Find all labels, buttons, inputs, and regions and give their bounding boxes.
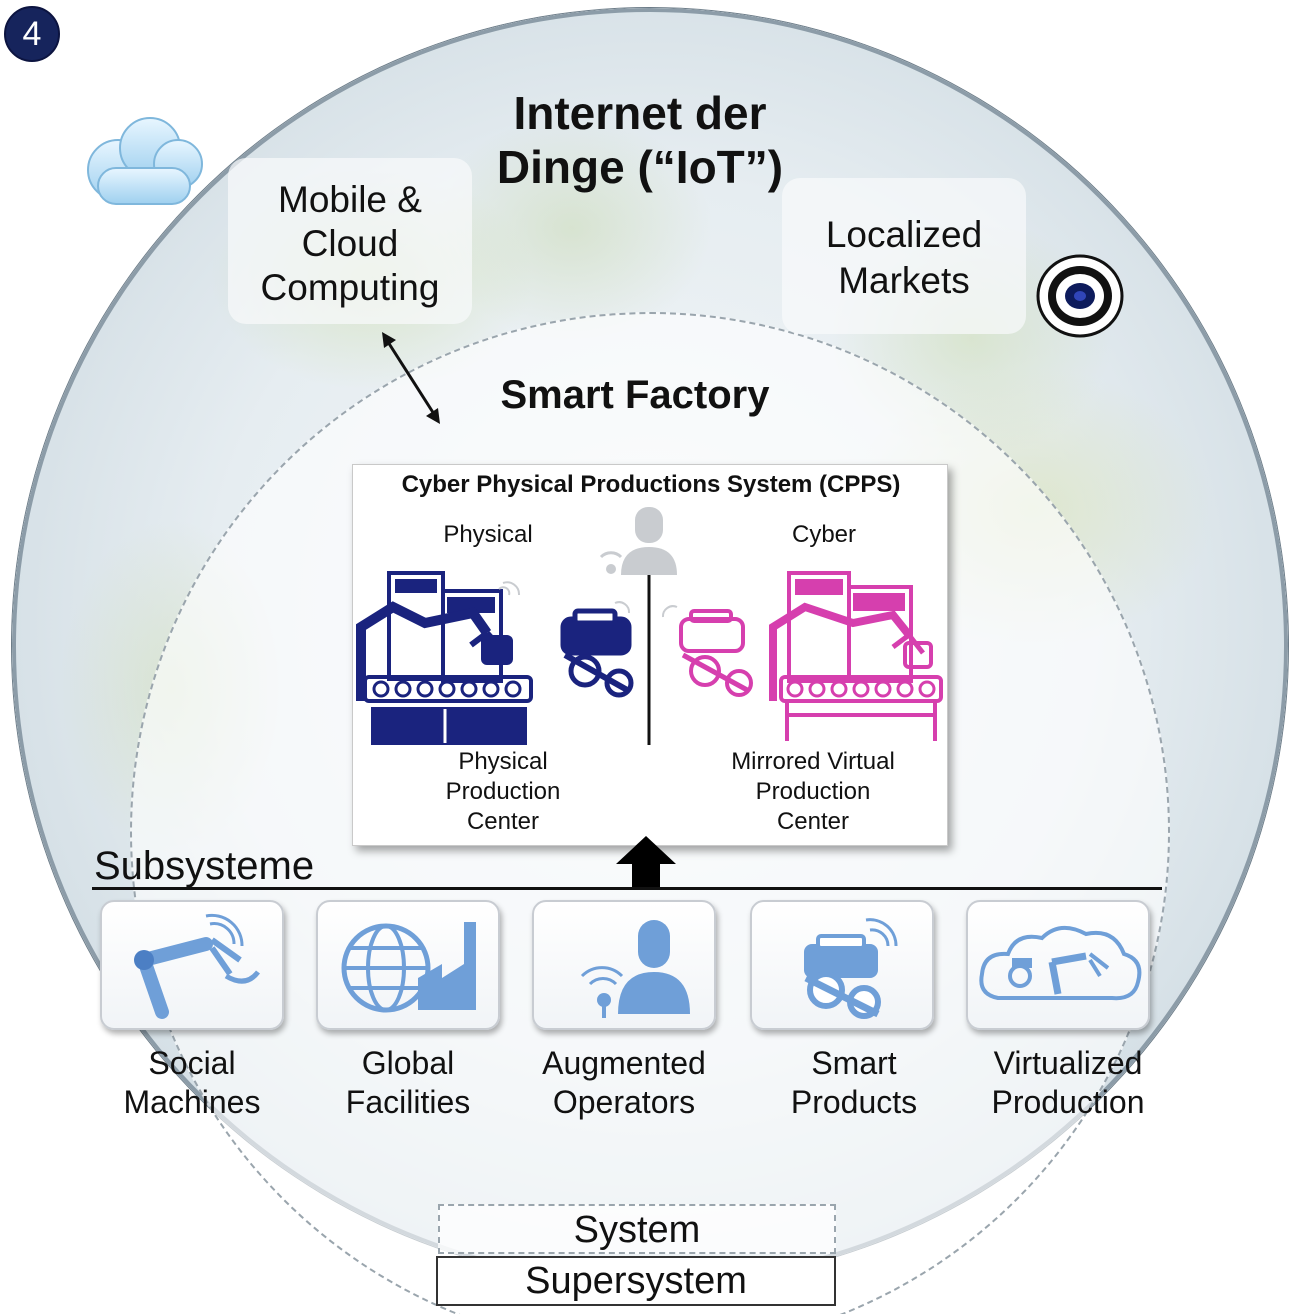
smart-product-icon: [804, 918, 898, 1019]
double-arrow-icon: [382, 332, 440, 424]
system-box: System: [438, 1204, 836, 1254]
physical-production-icon: [356, 571, 533, 745]
subsystem-card-virtualized-production: [966, 900, 1150, 1030]
iot-title-line-2: Dinge (“IoT”): [496, 141, 784, 193]
cyber-heading: Cyber: [791, 521, 857, 548]
subsystem-label-smart-products: Smart Products: [734, 1044, 974, 1122]
figure-number-badge: 4: [4, 6, 60, 62]
physical-heading: Physical: [443, 521, 533, 548]
mobile-cloud-line-1: Mobile &: [278, 179, 422, 220]
subsystem-label-line-1: Augmented: [542, 1045, 706, 1081]
localized-markets-label: Localized Markets: [782, 212, 1026, 304]
mobile-cloud-label: Mobile & Cloud Computing: [228, 178, 472, 310]
subsystem-card-smart-products: [750, 900, 934, 1030]
iot-title-line-1: Internet der: [513, 87, 767, 139]
physical-center-line-3: Center: [466, 808, 540, 835]
virtual-center-line-2: Production: [755, 778, 871, 805]
subsystem-label-line-2: Production: [991, 1084, 1145, 1120]
mobile-cloud-box: [228, 158, 472, 324]
cpps-panel: Cyber Physical Productions System (CPPS)…: [352, 464, 948, 846]
operator-figure-icon: [599, 507, 677, 575]
up-arrow-icon: [616, 836, 676, 890]
virtual-center-line-3: Center: [776, 808, 850, 835]
subsystem-label-line-1: Virtualized: [993, 1045, 1143, 1081]
subsystem-card-global-facilities: [316, 900, 500, 1030]
globe-factory-icon: [341, 922, 476, 1013]
physical-product-icon: [560, 601, 634, 698]
mobile-cloud-line-2: Cloud: [301, 223, 399, 264]
virtual-product-icon: [661, 605, 753, 697]
subsysteme-rule: [92, 887, 1162, 890]
subsystem-label-virtualized-production: Virtualized Production: [948, 1044, 1188, 1122]
subsystem-card-social-machines: [100, 900, 284, 1030]
localized-markets-line-2: Markets: [838, 260, 970, 301]
subsystem-label-line-1: Global: [361, 1045, 455, 1081]
smart-factory-title: Smart Factory: [500, 373, 770, 417]
subsystem-label-global-facilities: Global Facilities: [288, 1044, 528, 1122]
subsystem-label-line-2: Facilities: [345, 1084, 471, 1120]
cloud-production-icon: [979, 926, 1142, 1001]
subsystem-label-line-2: Machines: [123, 1084, 261, 1120]
operator-icon: [580, 920, 690, 1018]
iot-title: Internet der Dinge (“IoT”): [440, 86, 840, 194]
subsystem-label-line-1: Social: [148, 1045, 236, 1081]
supersystem-box: Supersystem: [436, 1256, 836, 1306]
cpps-title: Cyber Physical Productions System (CPPS): [401, 471, 901, 498]
cloud-icon: [87, 117, 203, 205]
subsysteme-heading: Subsysteme: [94, 844, 315, 888]
physical-center-line-1: Physical: [458, 748, 548, 775]
target-icon: [1036, 254, 1124, 338]
subsystem-label-line-1: Smart: [811, 1045, 897, 1081]
localized-markets-line-1: Localized: [825, 214, 983, 255]
virtual-center-label: Mirrored Virtual Production Center: [703, 747, 923, 837]
subsystem-card-augmented-operators: [532, 900, 716, 1030]
robot-arm-icon: [134, 913, 260, 1019]
subsystem-label-augmented-operators: Augmented Operators: [504, 1044, 744, 1122]
subsystem-label-line-2: Operators: [552, 1084, 696, 1120]
physical-center-label: Physical Production Center: [413, 747, 593, 837]
cpps-illustration: [356, 507, 943, 745]
localized-markets-box: [782, 178, 1026, 334]
subsystem-label-social-machines: Social Machines: [72, 1044, 312, 1122]
virtual-center-line-1: Mirrored Virtual: [731, 748, 895, 775]
virtual-production-icon: [769, 571, 943, 741]
physical-center-line-2: Production: [445, 778, 561, 805]
mobile-cloud-line-3: Computing: [260, 267, 440, 308]
subsystem-label-line-2: Products: [790, 1084, 918, 1120]
